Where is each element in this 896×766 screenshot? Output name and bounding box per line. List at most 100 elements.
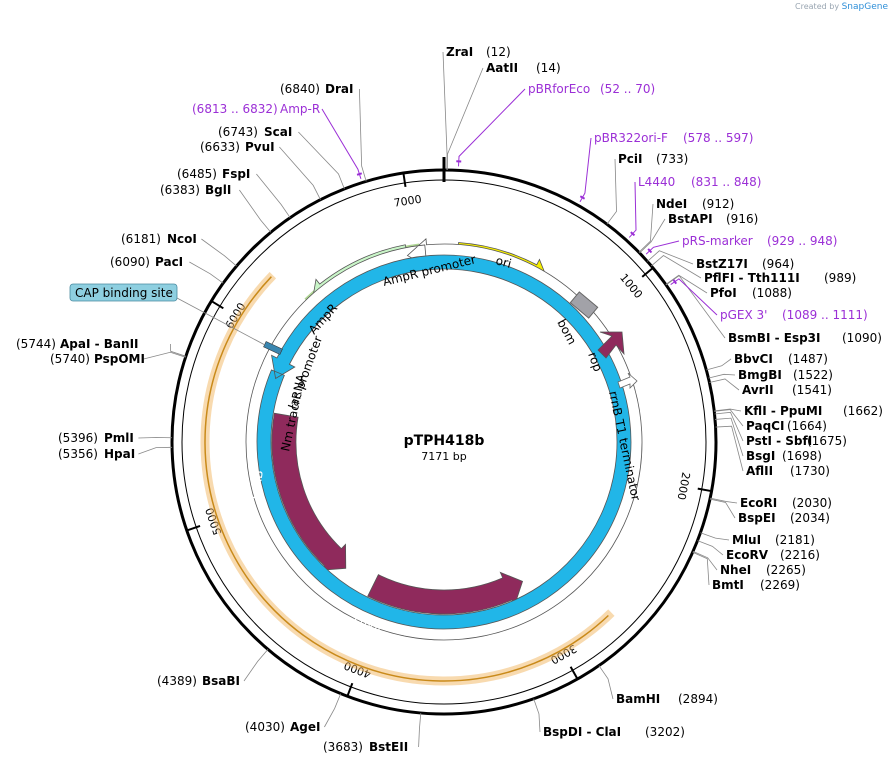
site-name: ScaI <box>264 125 292 139</box>
site-position: (1088) <box>752 286 792 300</box>
site-position: (1522) <box>793 368 833 382</box>
site-name: PmlI <box>104 431 134 445</box>
rop-label: rop <box>585 350 605 373</box>
site-name: HpaI <box>104 447 135 461</box>
site-name: BamHI <box>616 692 660 706</box>
cap-label: CAP binding site <box>75 286 173 300</box>
site-leader <box>709 378 740 391</box>
site-position: (1487) <box>788 352 828 366</box>
site-name: PvuI <box>245 140 275 154</box>
primer-mark <box>356 172 363 176</box>
nm-tracrrna-label: Nm tracrRNA <box>278 372 308 452</box>
luxb-arrow <box>271 412 347 571</box>
site-name: KflI - PpuMI <box>744 404 822 418</box>
site-name: BsaBI <box>202 674 240 688</box>
site-name: ZraI <box>446 45 473 59</box>
tick-mark <box>697 487 711 492</box>
lux-region-line <box>204 276 609 682</box>
site-leader <box>715 425 744 472</box>
site-position: (2269) <box>760 578 800 592</box>
features <box>200 237 643 686</box>
site-name: PflFI - Tth111I <box>704 271 800 285</box>
site-name: PfoI <box>710 286 737 300</box>
cap-binding-site: CAP binding site <box>69 283 266 346</box>
restriction-sites: ZraI(12)AatII(14)PciI(733)NdeI(912)BstAP… <box>16 45 883 754</box>
tick-label: 1000 <box>617 271 645 301</box>
site-leader <box>665 274 708 294</box>
primer-mark <box>579 195 586 200</box>
site-leader <box>692 551 710 586</box>
site-position: (964) <box>762 257 794 271</box>
bom-box <box>569 291 599 319</box>
site-position: (1541) <box>792 383 832 397</box>
site-position: (2216) <box>780 548 820 562</box>
site-name: BstAPI <box>668 212 713 226</box>
site-name: PspOMI <box>94 352 145 366</box>
site-position: (5740) <box>50 352 90 366</box>
site-name: NcoI <box>167 232 197 246</box>
site-position: (3683) <box>323 740 363 754</box>
primer-name: pBRforEco <box>528 82 590 96</box>
tick-mark <box>346 682 354 696</box>
site-position: (2181) <box>775 533 815 547</box>
site-leader <box>143 351 186 360</box>
primer-leader <box>645 240 680 255</box>
plasmid-size: 7171 bp <box>421 450 466 463</box>
tick-label: 7000 <box>393 193 423 210</box>
site-leader <box>665 275 726 339</box>
primer-sites: pBRforEco(52 .. 70)pBR322ori-F(578 .. 59… <box>192 82 868 322</box>
site-leader <box>189 261 224 284</box>
site-leader <box>638 203 654 253</box>
site-leader <box>359 88 367 182</box>
site-position: (6090) <box>110 255 150 269</box>
site-name: PaqCI <box>746 419 784 433</box>
site-position: (1698) <box>782 449 822 463</box>
primer-mark <box>630 231 636 237</box>
cap-box <box>69 283 178 302</box>
primer-range: (1089 .. 1111) <box>782 308 868 322</box>
site-position: (5396) <box>58 431 98 445</box>
primer-range: (831 .. 848) <box>691 175 761 189</box>
site-leader <box>442 51 448 171</box>
site-leader <box>256 173 291 218</box>
site-leader <box>706 358 732 371</box>
primer-name: Amp-R <box>280 102 320 116</box>
site-position: (6383) <box>160 183 200 197</box>
site-position: (6485) <box>177 167 217 181</box>
site-name: AvrII <box>742 383 774 397</box>
site-leader <box>639 218 666 254</box>
primer-leader <box>628 181 637 238</box>
primer-leader <box>458 88 526 167</box>
site-position: (4030) <box>245 720 285 734</box>
site-position: (733) <box>656 152 688 166</box>
plasmid-name: pTPH418b <box>404 433 485 449</box>
site-name: NheI <box>720 563 751 577</box>
site-leader <box>533 698 541 733</box>
site-position: (12) <box>486 45 511 59</box>
tick-mark <box>402 173 407 188</box>
tick-mark <box>187 525 201 532</box>
primer-mark <box>647 248 653 254</box>
site-leader <box>710 497 738 504</box>
luxa-arrow <box>367 571 524 615</box>
primer-leader <box>670 278 718 316</box>
site-position: (5356) <box>58 447 98 461</box>
site-position: (14) <box>536 61 561 75</box>
site-name: ApaI - BanII <box>60 337 139 351</box>
credit-prefix: Created by <box>795 2 840 11</box>
primer-name: L4440 <box>638 175 675 189</box>
site-name: BstEII <box>369 740 408 754</box>
site-leader <box>651 255 702 279</box>
site-position: (5744) <box>16 337 56 351</box>
tick-mark <box>211 300 224 310</box>
primer-range: (6813 .. 6832) <box>192 102 278 116</box>
snapgene-credit: Created by SnapGene <box>795 2 888 12</box>
site-name: MluI <box>732 533 761 547</box>
site-leader <box>446 67 484 171</box>
site-name: BsmBI - Esp3I <box>728 331 820 345</box>
site-name: BglI <box>205 183 231 197</box>
rrnb-arrow <box>617 372 638 389</box>
site-name: PstI - SbfI <box>746 434 812 448</box>
site-name: BspDI - ClaI <box>543 725 621 739</box>
